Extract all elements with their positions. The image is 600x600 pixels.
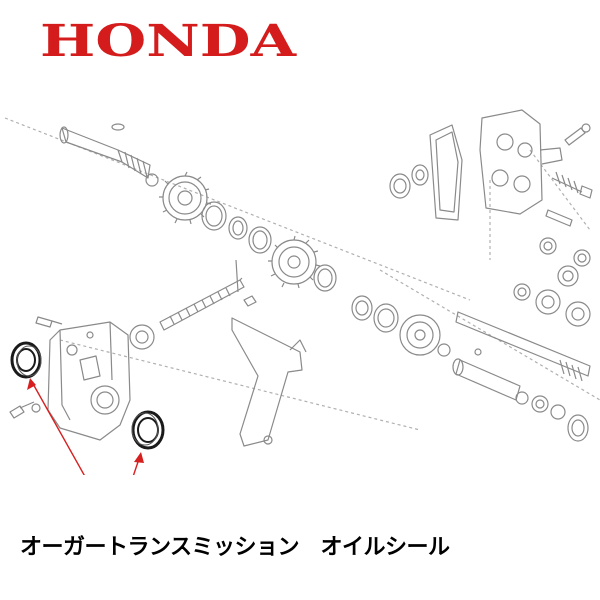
lower-shaft xyxy=(452,358,521,401)
honda-logo: HONDA xyxy=(40,16,297,62)
ring xyxy=(201,201,227,231)
oil-seal-left xyxy=(10,341,42,379)
alignment-lines xyxy=(4,117,600,431)
output-shaft xyxy=(455,311,591,382)
bracket-plate xyxy=(231,317,307,447)
gasket xyxy=(429,124,463,221)
cover-block xyxy=(479,109,563,215)
caption-text: オーガートランスミッション オイルシール xyxy=(20,535,450,560)
parts-diagram xyxy=(4,109,600,475)
spring-shaft xyxy=(551,171,593,199)
pin xyxy=(545,209,573,227)
gear-upper-left xyxy=(159,171,212,225)
honda-logo-text: HONDA xyxy=(40,16,297,62)
gear-middle xyxy=(268,235,321,289)
bolt xyxy=(35,316,63,328)
pointer-arrows xyxy=(27,378,144,475)
bolt-top xyxy=(564,127,586,146)
gearbox-housing xyxy=(47,321,131,441)
arrow-to-right-seal xyxy=(132,455,141,475)
arrow-to-left-seal xyxy=(31,381,85,475)
gear-right xyxy=(399,314,441,356)
washer xyxy=(145,173,159,187)
input-shaft xyxy=(59,123,151,179)
oil-seal-right xyxy=(131,410,165,450)
worm-shaft xyxy=(159,259,257,331)
bearing xyxy=(539,237,557,255)
bolt-lower xyxy=(9,401,41,419)
small-gear-left xyxy=(129,324,155,350)
seal-small xyxy=(389,173,411,199)
